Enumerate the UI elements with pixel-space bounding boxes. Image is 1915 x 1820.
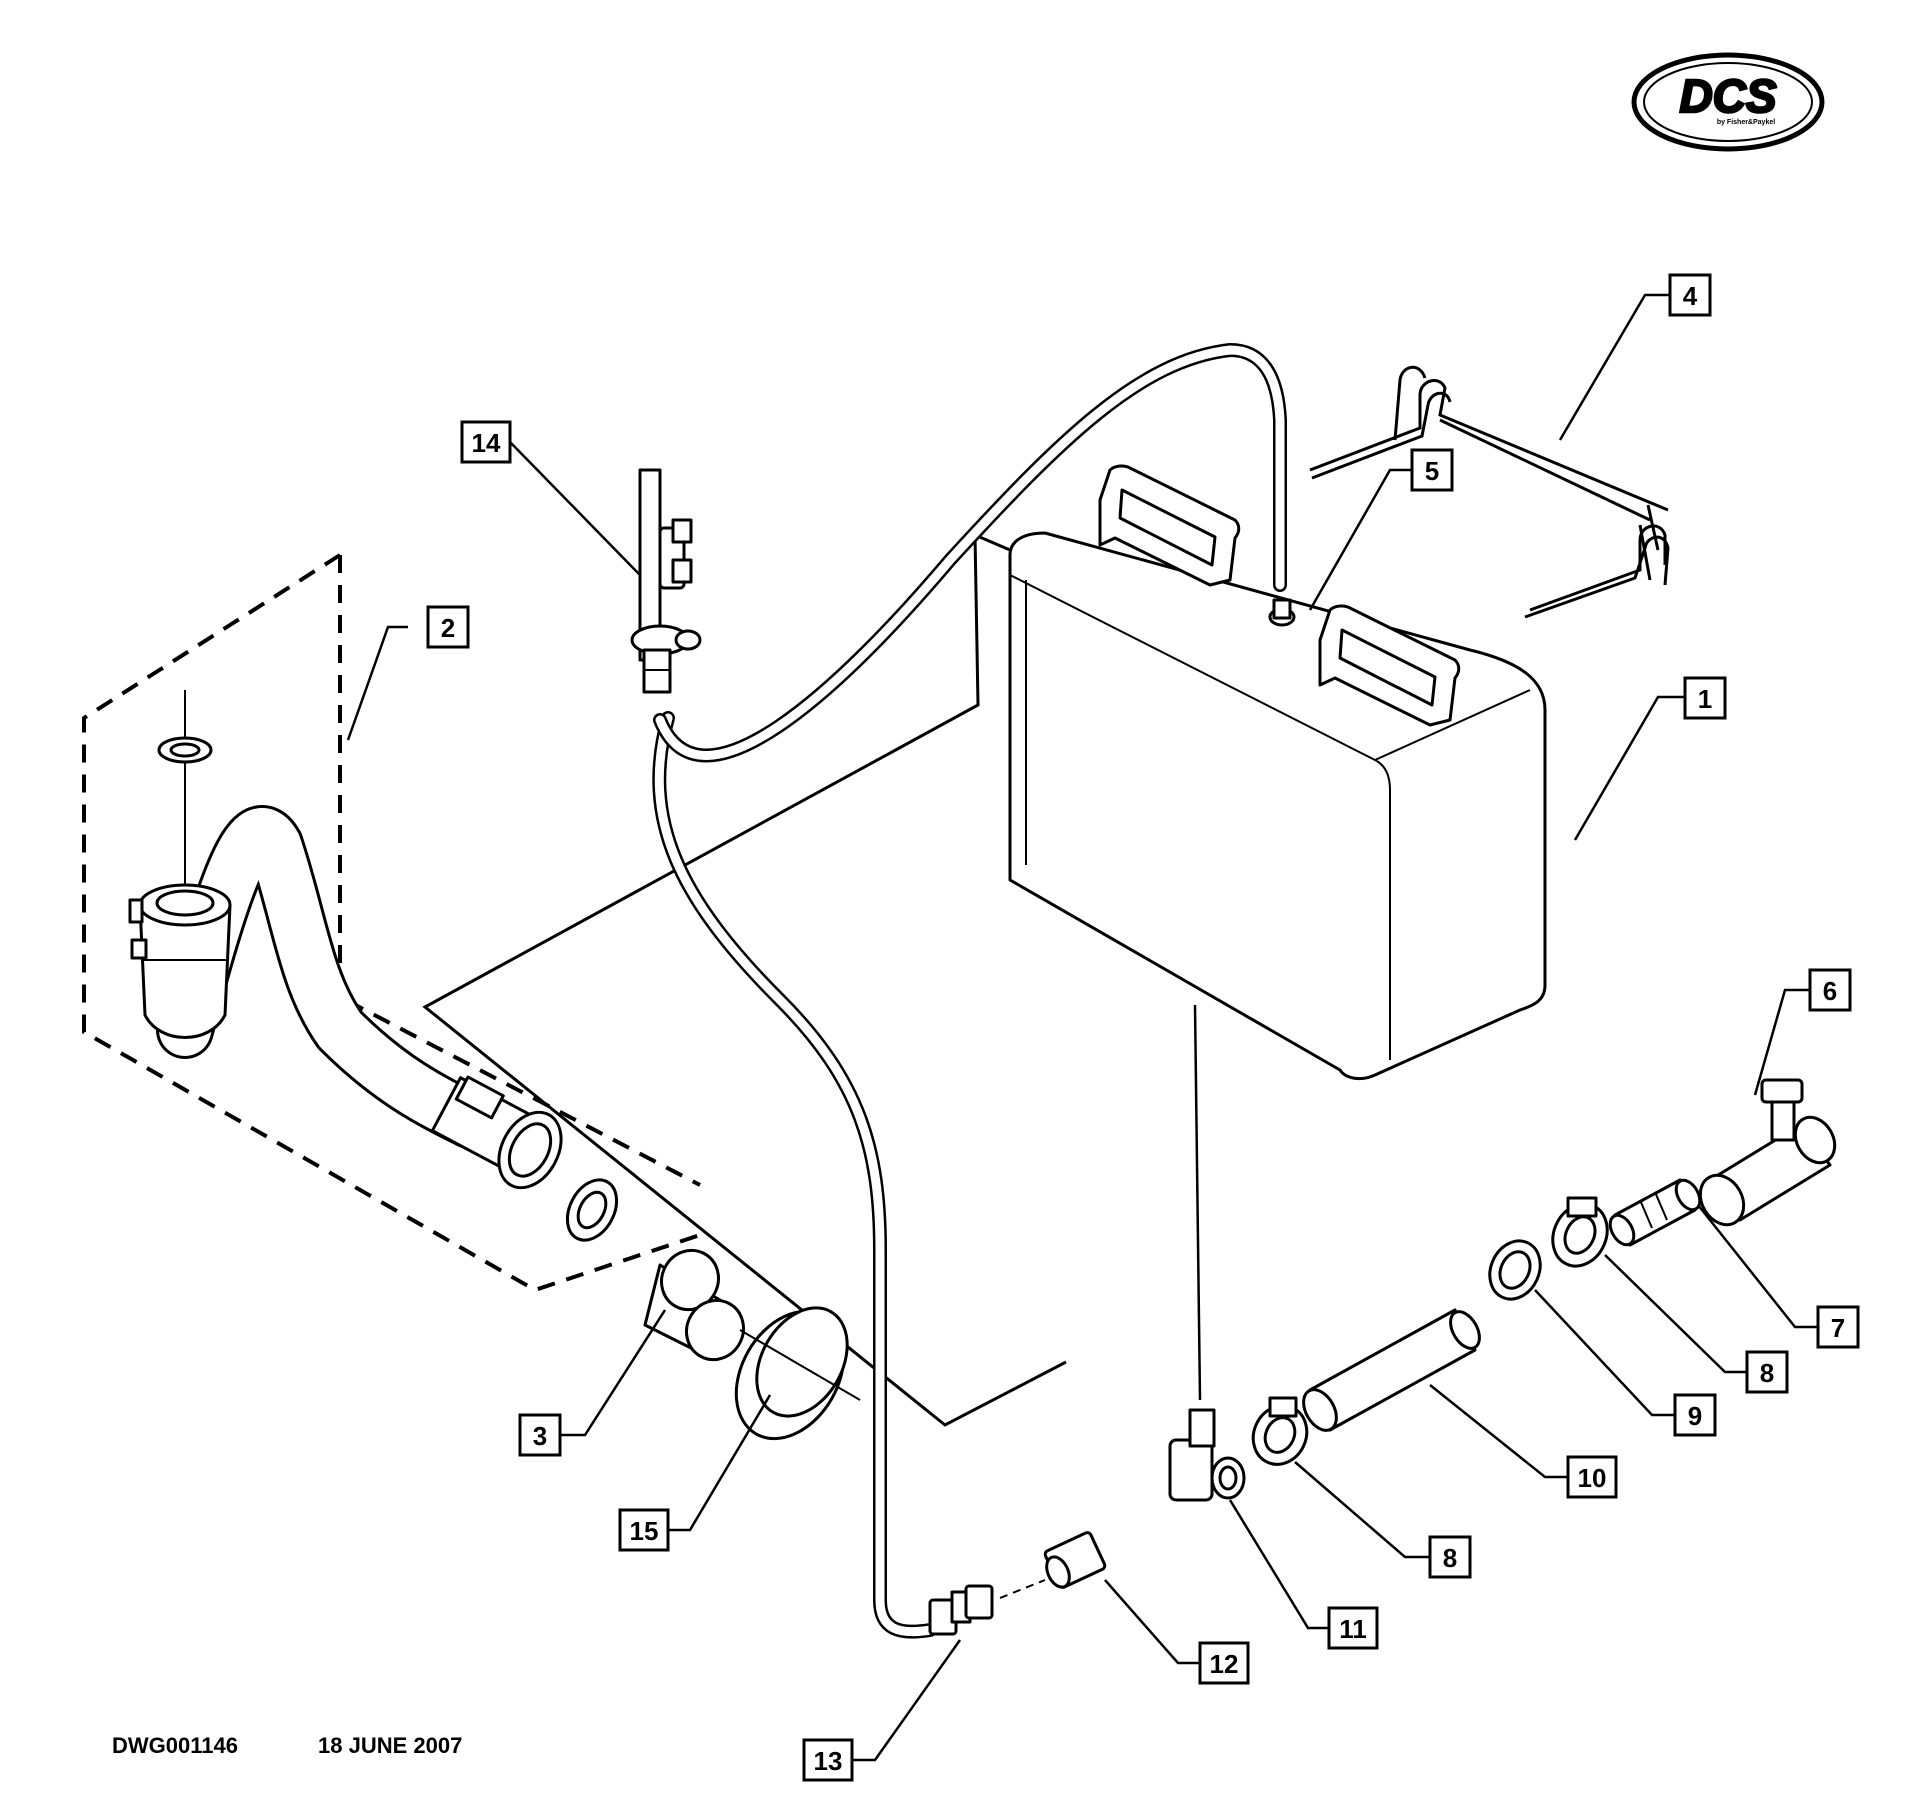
- dcs-logo: DCS by Fisher&Paykel: [1631, 52, 1825, 152]
- tube-fitting: [928, 1579, 1046, 1636]
- callout-10: 10: [1566, 1455, 1618, 1499]
- hex-nipple: [1043, 1531, 1107, 1589]
- callout-label: 13: [814, 1746, 843, 1776]
- callout-5: 5: [1410, 448, 1454, 492]
- tee-fitting: [630, 468, 702, 694]
- water-tank: [1008, 464, 1547, 1081]
- callout-14: 14: [460, 420, 512, 464]
- leader-lines: [346, 293, 1818, 1762]
- callout-12: 12: [1198, 1641, 1250, 1685]
- supply-tube: [652, 711, 937, 1639]
- hose-clip-upper: [1551, 1196, 1609, 1268]
- barb-adaptor: [1608, 1178, 1702, 1247]
- callout-label: 8: [1443, 1543, 1457, 1573]
- drawing-number: DWG001146: [112, 1733, 238, 1758]
- vent-tube: [653, 343, 1287, 763]
- callout-label: 9: [1688, 1401, 1702, 1431]
- callout-7: 7: [1816, 1305, 1860, 1349]
- base-plane: [422, 533, 1067, 1427]
- callout-13: 13: [802, 1738, 854, 1782]
- callout-label: 14: [472, 428, 501, 458]
- callout-3: 3: [518, 1413, 562, 1457]
- callout-label: 2: [441, 613, 455, 643]
- callout-8-upper: 8: [1745, 1350, 1789, 1394]
- wire-bracket: [1309, 365, 1670, 619]
- drain-cup: [128, 690, 232, 1039]
- logo-tagline: by Fisher&Paykel: [1717, 119, 1775, 126]
- hose-clip-lower: [1251, 1396, 1309, 1466]
- callout-2: 2: [426, 605, 470, 649]
- logo-word: DCS: [1679, 70, 1776, 122]
- callout-11: 11: [1327, 1606, 1379, 1650]
- callout-label: 11: [1339, 1614, 1367, 1644]
- callout-15: 15: [618, 1508, 670, 1552]
- callout-8-lower: 8: [1428, 1535, 1472, 1579]
- tank-to-valve-line: [1193, 1004, 1202, 1401]
- callout-label: 8: [1760, 1358, 1774, 1388]
- callout-label: 1: [1698, 684, 1712, 714]
- ball-valve: [1698, 1078, 1837, 1227]
- callout-label: 7: [1831, 1313, 1845, 1343]
- callout-label: 3: [533, 1421, 547, 1451]
- drain-hose: [156, 805, 499, 1149]
- callout-1: 1: [1683, 676, 1727, 720]
- callout-9: 9: [1673, 1393, 1717, 1437]
- subassembly-boundary: [82, 553, 701, 1293]
- elbow-valve: [1168, 1408, 1246, 1502]
- callout-4: 4: [1668, 273, 1712, 317]
- callout-label: 10: [1578, 1463, 1607, 1493]
- sleeve-connector: [643, 1248, 745, 1362]
- callout-label: 15: [630, 1516, 659, 1546]
- ring-clamp: [1488, 1239, 1542, 1301]
- callout-label: 4: [1683, 281, 1698, 311]
- short-hose: [1302, 1308, 1481, 1432]
- callout-label: 6: [1823, 976, 1837, 1006]
- callout-6: 6: [1808, 968, 1852, 1012]
- callout-label: 12: [1210, 1649, 1239, 1679]
- drawing-date: 18 JUNE 2007: [318, 1733, 462, 1758]
- callout-label: 5: [1425, 456, 1439, 486]
- hose-coupling: [430, 1075, 619, 1242]
